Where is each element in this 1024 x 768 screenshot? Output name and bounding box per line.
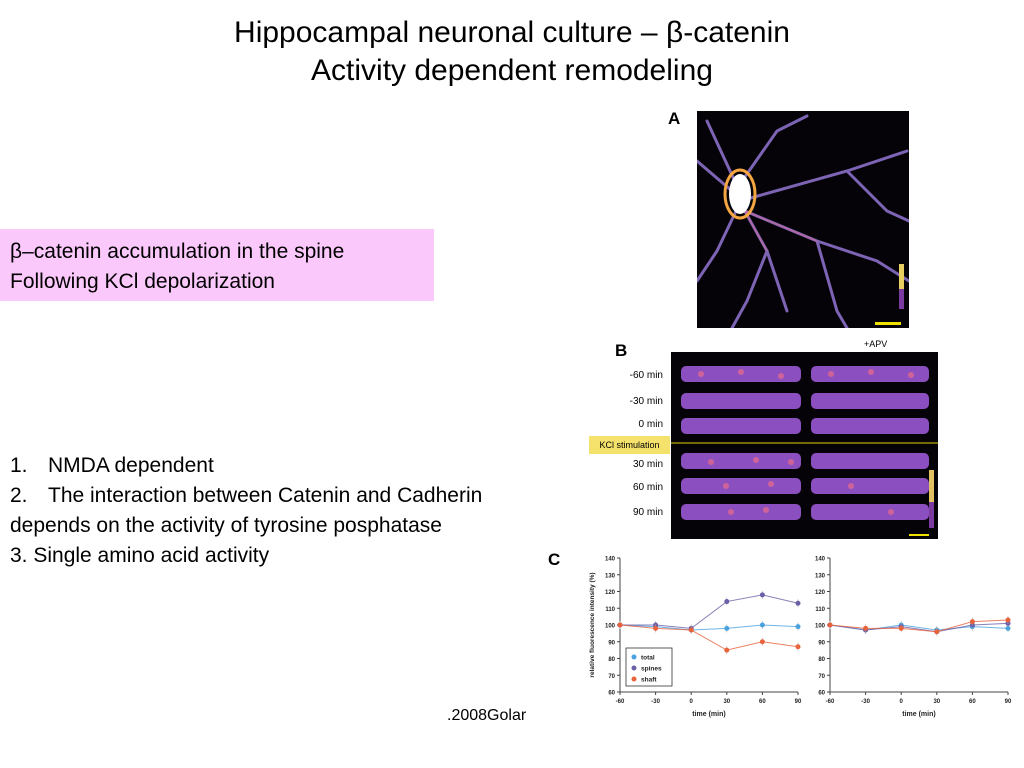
callout-line-1: β–catenin accumulation in the spine [10,240,345,263]
x-tick-label: 90 [1005,699,1012,705]
y-tick-label: 70 [818,674,825,680]
y-tick-label: 60 [818,691,825,697]
x-tick-label: 60 [969,699,976,705]
callout-line-2: Following KCl depolarization [10,270,275,293]
y-tick-label: 70 [608,674,615,680]
legend-label: spines [641,666,662,673]
x-tick-label: 90 [795,699,802,705]
legend-marker [631,665,637,671]
y-tick-label: 80 [608,657,615,663]
y-tick-label: 140 [815,557,826,563]
y-tick-label: 90 [818,640,825,646]
y-tick-label: 110 [815,607,825,613]
data-point-shaft [653,625,659,631]
data-point-total [795,624,801,630]
x-axis-label: time (min) [902,711,935,718]
slide-title: Hippocampal neuronal culture – β-catenin… [0,14,1024,90]
credit-text: .2008Golar [447,707,527,724]
data-point-shaft [617,622,623,628]
list-item: depends on the activity of tyrosine posp… [10,514,442,537]
list-item: 2.The interaction between Catenin and Ca… [10,484,483,507]
neuron-micrograph [697,111,909,328]
y-tick-label: 100 [605,624,616,630]
series-line-total [619,624,799,631]
callout-box: β–catenin accumulation in the spine Foll… [0,229,434,301]
time-label: 90 min [632,507,663,518]
y-tick-label: 100 [815,624,826,630]
data-point-spines [795,600,801,606]
time-label: -60 min [629,370,663,381]
panel-c-label: C [548,550,561,569]
x-tick-label: 30 [933,699,940,705]
findings-list: 1.NMDA dependent 2.The interaction betwe… [10,451,482,571]
series-line-shaft [619,624,799,651]
y-tick-label: 90 [608,640,615,646]
data-point-shaft [934,629,940,635]
y-axis-label: relative fluorescence intensity (%) [589,572,596,677]
timelapse-image [671,352,938,539]
data-point-spines [724,599,730,605]
list-item: 3. Single amino acid activity [10,544,270,567]
series-line-spines [829,622,1009,633]
data-point-shaft [969,619,975,625]
data-point-shaft [795,644,801,650]
apv-label: +APV [864,339,888,349]
data-point-total [1005,625,1011,631]
list-item: 1.NMDA dependent [10,454,214,477]
y-tick-label: 130 [815,573,826,579]
x-tick-label: 60 [759,699,766,705]
x-tick-label: -30 [651,699,660,705]
series-line-spines [620,594,799,629]
data-point-shaft [724,647,730,653]
data-point-total [724,625,730,631]
y-tick-label: 130 [605,573,616,579]
title-line-2: Activity dependent remodeling [311,54,713,87]
data-point-total [759,622,765,628]
data-point-shaft [759,639,765,645]
y-tick-label: 120 [605,590,616,596]
fluorescence-charts: 60 70 80 90 100 110 120 130 140 -60 -30 0 30 60 90 time… [589,557,1012,719]
data-point-shaft [898,625,904,631]
x-tick-label: 0 [690,699,694,705]
panel-a-label: A [668,109,681,128]
legend-label: total [641,655,655,662]
panel-b-label: B [615,341,628,360]
title-line-1: Hippocampal neuronal culture – β-catenin [234,16,790,49]
series-line-shaft [829,619,1009,633]
time-label: 60 min [632,482,663,493]
x-tick-label: -30 [861,699,870,705]
legend-marker [631,676,637,682]
time-label: 30 min [632,459,663,470]
x-tick-label: 0 [900,699,904,705]
data-point-shaft [688,627,694,633]
kcl-stimulation-label: KCl stimulation [589,436,670,454]
y-tick-label: 60 [608,691,615,697]
time-label: 0 min [638,419,663,430]
x-axis-label: time (min) [692,711,725,718]
y-tick-label: 80 [818,657,825,663]
legend-label: shaft [641,677,657,684]
x-tick-label: -60 [616,699,625,705]
y-tick-label: 120 [815,590,826,596]
data-point-shaft [863,625,869,631]
data-point-shaft [827,622,833,628]
data-point-spines [759,592,765,598]
y-tick-label: 140 [605,557,616,563]
data-point-shaft [1005,617,1011,623]
y-tick-label: 110 [605,607,615,613]
legend-marker [631,654,637,660]
time-label: -30 min [629,396,663,407]
x-tick-label: -60 [826,699,835,705]
x-tick-label: 30 [723,699,730,705]
